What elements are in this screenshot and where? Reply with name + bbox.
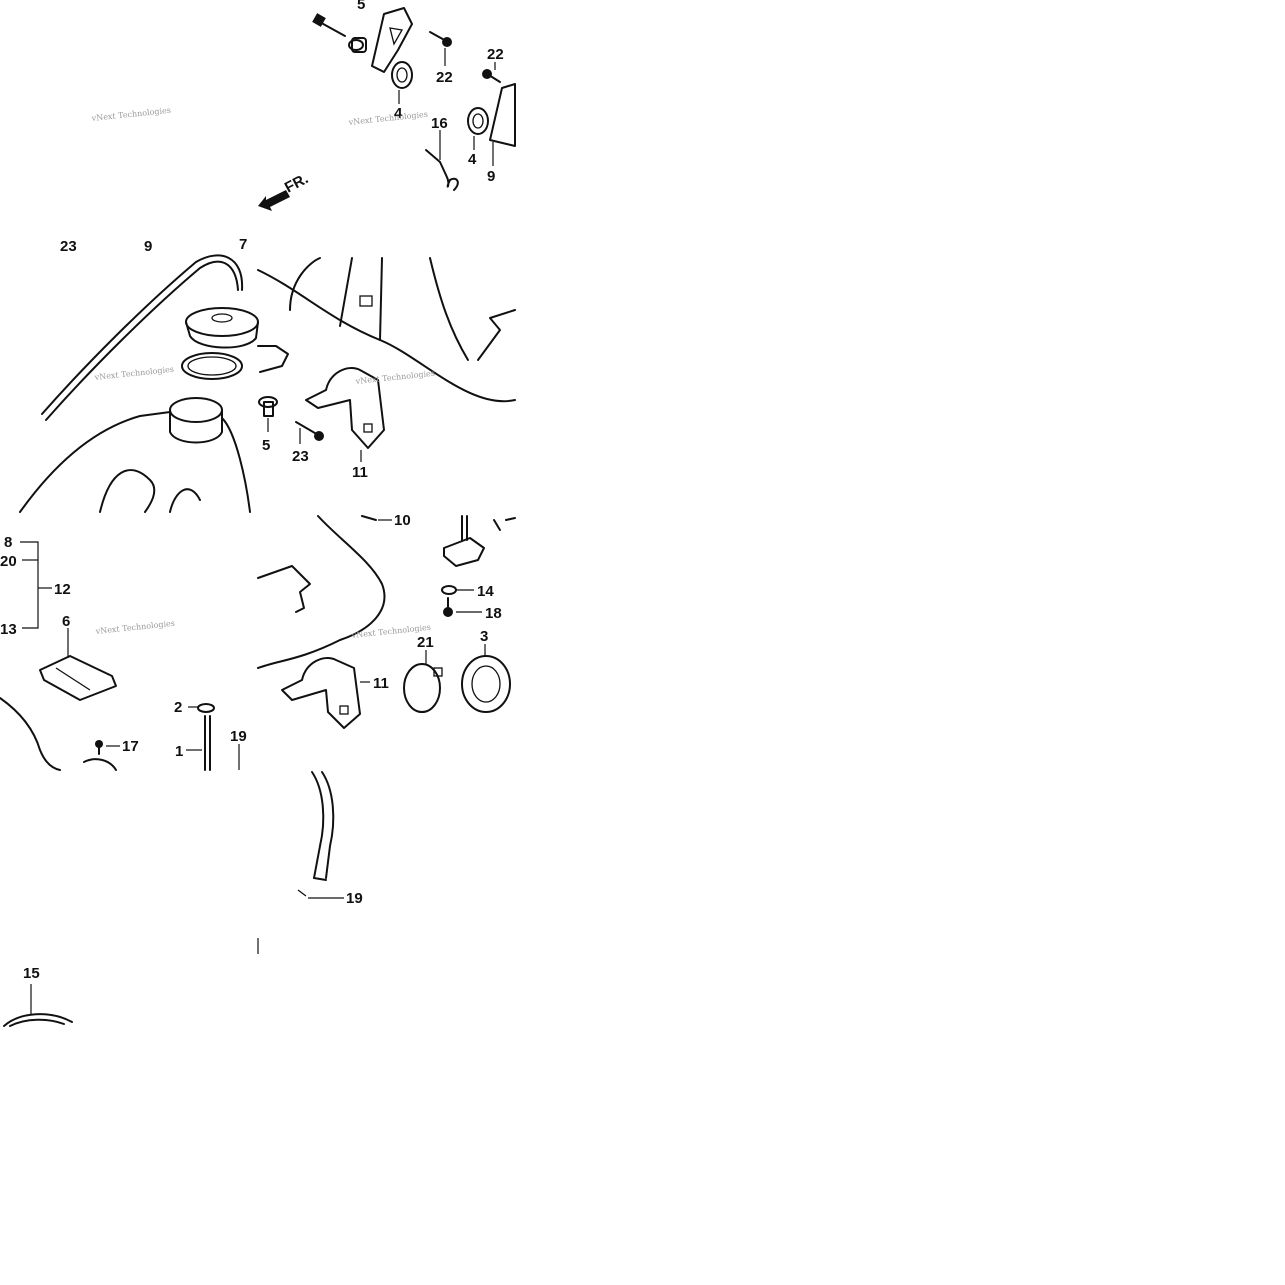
fuel-tank-part [19,397,251,513]
callout-label: 15 [23,965,40,982]
collar-part [348,37,367,53]
callout-label: 5 [357,0,365,13]
collar-part [258,396,278,432]
fuel-tank-part [0,697,61,771]
callout-label: 1 [175,743,183,760]
callout-label: 14 [477,583,494,600]
leader-line [20,541,39,629]
watermark-text: vNext Technologies [93,365,174,382]
clip-part [425,130,459,191]
grommet-part [391,61,413,104]
callout-label: 2 [174,699,182,716]
grommet-part [461,644,511,713]
bracket-part [371,7,413,73]
tile-top-mounting: FR. 5 22 22 4 16 4 9 vNext Technologies … [90,0,516,211]
bolt-part [312,13,346,37]
band-part [403,650,443,713]
callout-label: 11 [352,464,368,481]
fuel-hose-part [311,771,335,881]
callout-label: 6 [62,613,70,630]
filler-cap-part [185,307,259,349]
callout-label: 21 [417,634,434,651]
tile-bottom-hose: 19 15 [3,771,363,1027]
tile-tank-lower: 8 20 12 13 6 2 1 19 17 10 14 18 21 3 11 … [0,512,516,771]
front-direction-arrow-icon [258,190,290,211]
watermark-text: vNext Technologies [94,619,175,636]
callout-label: 23 [60,238,77,255]
gasket-ring-part [181,352,243,380]
watermark-text: vNext Technologies [354,369,435,386]
callout-label: 12 [54,581,71,598]
tank-cover-part [257,257,516,403]
callout-label: 7 [239,236,247,253]
callout-label: 5 [262,437,270,454]
callout-label: 20 [0,553,17,570]
clip-part [297,889,344,899]
washer-part [441,585,474,595]
mount-clamp-part [281,657,370,729]
grommet-part [467,107,489,150]
bracket-part [257,345,289,373]
callout-label: 22 [487,46,504,63]
bolt-part [482,62,501,83]
callout-label: 23 [292,448,309,465]
watermark-text: vNext Technologies [90,106,171,123]
callout-label: 19 [230,728,247,745]
callout-label: 13 [0,621,17,638]
screw-part [95,740,120,755]
callout-label: 19 [346,890,363,907]
tank-cover-part [257,515,386,669]
bolt-part [429,31,452,66]
callout-label: 16 [431,115,448,132]
fuel-valve-part [39,628,117,701]
callout-label: 3 [480,628,488,645]
callout-label: 11 [373,675,389,692]
bolt-part [443,597,482,617]
callout-label: 18 [485,605,502,622]
tank-cover-part [257,565,311,613]
drain-bolt-part [186,703,215,771]
callout-label: 10 [394,512,411,529]
bolt-part [295,421,324,444]
callout-label: 17 [122,738,139,755]
mount-clamp-part [305,367,385,462]
bracket-part [489,83,516,166]
watermark-text: vNext Technologies [347,110,428,127]
filter-part [83,758,117,771]
callout-label: 8 [4,534,12,551]
breather-hose-part [41,254,244,421]
callout-label: 22 [436,69,453,86]
tile-tank-upper: 23 9 7 5 23 11 vNext Technologies vNext … [19,236,516,513]
callout-label: 9 [144,238,152,255]
callout-label: 4 [394,105,403,122]
hose-part [361,515,377,521]
callout-label: 4 [468,151,477,168]
filter-ring-part [3,984,73,1027]
fuel-valve-part [443,515,516,567]
callout-label: 9 [487,168,495,185]
